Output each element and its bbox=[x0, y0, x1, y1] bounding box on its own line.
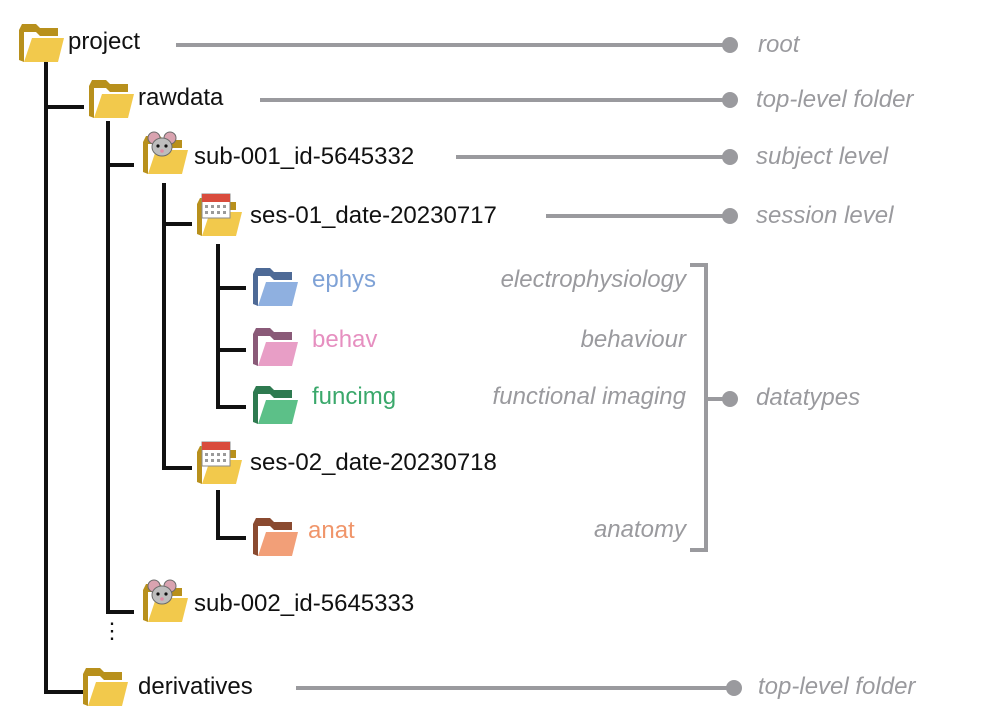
connector-dot-rawdata bbox=[722, 92, 738, 108]
folder-label-ephys: ephys bbox=[312, 266, 377, 293]
tree-line-sub-001 bbox=[162, 183, 192, 470]
annotation-root: root bbox=[758, 31, 800, 58]
tree-line-ses-01 bbox=[216, 244, 246, 409]
folder-label-derivatives: derivatives bbox=[138, 673, 253, 700]
folder-label-anat: anat bbox=[308, 517, 355, 544]
annotation-datatypes: datatypes bbox=[756, 384, 861, 411]
tree-line-rawdata bbox=[106, 121, 134, 614]
tree-lines bbox=[44, 56, 246, 694]
folder-icon bbox=[253, 268, 298, 306]
mouse-folder-icon bbox=[143, 131, 188, 174]
annotation-top-level-folder-derivatives: top-level folder bbox=[758, 673, 916, 700]
connector-dot-root bbox=[722, 37, 738, 53]
connector-dot-derivatives bbox=[726, 680, 742, 696]
folder-label-funcimg: funcimg bbox=[312, 383, 397, 410]
folder-label-rawdata: rawdata bbox=[138, 84, 224, 111]
ellipsis: ⋮ bbox=[101, 618, 123, 643]
connector-dot-subject bbox=[722, 149, 738, 165]
tree-line-project bbox=[44, 56, 84, 694]
annotation-top-level-folder: top-level folder bbox=[756, 86, 914, 113]
annotation-electrophysiology: electrophysiology bbox=[500, 266, 686, 293]
folder-icon bbox=[89, 80, 134, 118]
folder-label-sub-001: sub-001_id-5645332 bbox=[194, 143, 415, 170]
connector-dots bbox=[722, 37, 742, 696]
annotation-behaviour: behaviour bbox=[580, 326, 686, 353]
folder-icon bbox=[19, 24, 64, 62]
calendar-folder-icon bbox=[197, 193, 242, 236]
folder-icon bbox=[253, 328, 298, 366]
tree-line-ses-02 bbox=[216, 490, 246, 540]
folder-label-ses-01: ses-01_date-20230717 bbox=[250, 202, 497, 229]
datatypes-bracket bbox=[690, 263, 708, 552]
connector-dot-datatypes bbox=[722, 391, 738, 407]
folder-label-sub-002: sub-002_id-5645333 bbox=[194, 590, 415, 617]
connector-lines bbox=[176, 43, 734, 690]
mouse-folder-icon bbox=[143, 579, 188, 622]
connector-dot-session bbox=[722, 208, 738, 224]
folder-icon bbox=[253, 386, 298, 424]
folder-icon bbox=[253, 518, 298, 556]
annotation-anatomy: anatomy bbox=[593, 516, 686, 543]
folder-label-ses-02: ses-02_date-20230718 bbox=[250, 449, 497, 476]
folder-label-behav: behav bbox=[312, 326, 378, 353]
annotation-session-level: session level bbox=[756, 202, 894, 229]
folder-icon bbox=[83, 668, 128, 706]
annotation-subject-level: subject level bbox=[756, 143, 889, 170]
folder-label-project: project bbox=[68, 28, 141, 55]
calendar-folder-icon bbox=[197, 441, 242, 484]
annotation-functional-imaging: functional imaging bbox=[492, 383, 686, 410]
